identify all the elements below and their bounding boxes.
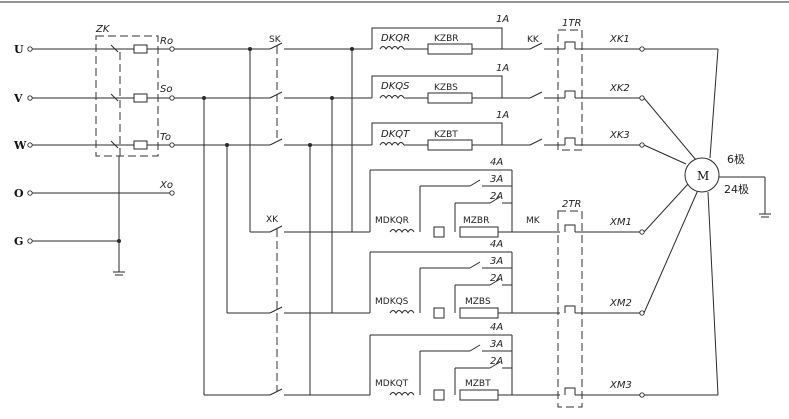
- high-speed-branch-2: 1A DKQS KZBS: [371, 63, 509, 104]
- motor-symbol: [684, 157, 720, 193]
- low-speed-branch-3: 4A 3A 2A MDKQT MZBT: [369, 322, 560, 401]
- hs2-inductor: DKQS: [381, 81, 410, 92]
- relay-1tr-label: 1TR: [562, 18, 581, 29]
- ls2-inductor: MDKQS: [375, 297, 409, 307]
- zk-output-ro: Ro: [160, 36, 173, 47]
- sk-switches: [269, 42, 372, 146]
- ls1-resistor: MZBR: [463, 216, 489, 226]
- output-xk2: XK2: [609, 83, 630, 94]
- ls1-inductor: MDKQR: [375, 216, 409, 226]
- ls3-tap-4a: 4A: [490, 322, 503, 333]
- high-speed-branch-1: 1A DKQR KZBR: [371, 14, 509, 55]
- low-speed-branch-2: 4A 3A 2A MDKQS MZBS: [369, 239, 560, 319]
- ls3-tap-3a: 3A: [490, 339, 503, 350]
- phase-label-w: W: [13, 139, 27, 152]
- hs2-current: 1A: [496, 63, 509, 74]
- motor-wiring: [643, 48, 771, 396]
- fuse-r: [133, 44, 148, 54]
- ls3-tap-2a: 2A: [490, 356, 503, 367]
- switch-xk-label: XK: [266, 215, 279, 225]
- zk-label: ZK: [95, 24, 111, 35]
- zk-output-so: So: [160, 84, 172, 95]
- output-xm1: XM1: [609, 217, 632, 228]
- zk-breaker: ZK: [95, 24, 175, 276]
- hs1-inductor: DKQR: [381, 33, 410, 44]
- main-bus: [174, 47, 270, 395]
- low-speed-feeds: [204, 47, 370, 396]
- relay-2tr-label: 2TR: [562, 199, 581, 210]
- phase-label-v: V: [13, 92, 23, 105]
- hs1-resistor: KZBR: [434, 34, 459, 44]
- ls2-tap-2a: 2A: [490, 273, 503, 284]
- ls2-resistor: MZBS: [465, 297, 491, 307]
- zk-output-xo: Xo: [159, 180, 173, 191]
- ls1-tap-4a: 4A: [490, 157, 503, 168]
- switch-sk-label: SK: [269, 35, 282, 45]
- fuse-s: [133, 93, 148, 103]
- motor-pole-high: 6极: [727, 152, 745, 166]
- output-xm2: XM2: [609, 298, 632, 309]
- hs3-inductor: DKQT: [381, 129, 410, 140]
- ls3-resistor: MZBT: [465, 379, 491, 389]
- output-xk3: XK3: [609, 130, 630, 141]
- phase-label-g: G: [14, 235, 23, 248]
- hs3-resistor: KZBT: [434, 130, 458, 140]
- output-xk1: XK1: [609, 34, 630, 45]
- phase-inputs: U V W O G: [13, 43, 175, 248]
- kk-switches: [486, 42, 565, 146]
- motor-pole-low: 24极: [724, 182, 749, 196]
- phase-label-u: U: [14, 43, 24, 56]
- ls1-tap-3a: 3A: [490, 174, 503, 185]
- hs2-resistor: KZBS: [434, 83, 458, 93]
- ls3-inductor: MDKQT: [375, 379, 409, 389]
- output-xm3: XM3: [609, 380, 632, 391]
- switch-mk-label: MK: [526, 216, 541, 226]
- switch-kk-label: KK: [527, 35, 540, 45]
- zk-output-to: To: [160, 132, 171, 143]
- low-speed-branch-1: 4A 3A 2A MDKQR MZBR: [369, 157, 560, 238]
- high-speed-branch-3: 1A DKQT KZBT: [371, 110, 509, 151]
- fuse-t: [133, 140, 148, 150]
- ls1-tap-2a: 2A: [490, 191, 503, 202]
- motor-label: M: [697, 169, 709, 183]
- ls2-tap-3a: 3A: [490, 256, 503, 267]
- phase-label-o: O: [14, 187, 24, 200]
- ls2-tap-4a: 4A: [490, 239, 503, 250]
- hs3-current: 1A: [496, 110, 509, 121]
- hs1-current: 1A: [496, 14, 509, 25]
- relay-1tr: 1TR: [557, 18, 645, 151]
